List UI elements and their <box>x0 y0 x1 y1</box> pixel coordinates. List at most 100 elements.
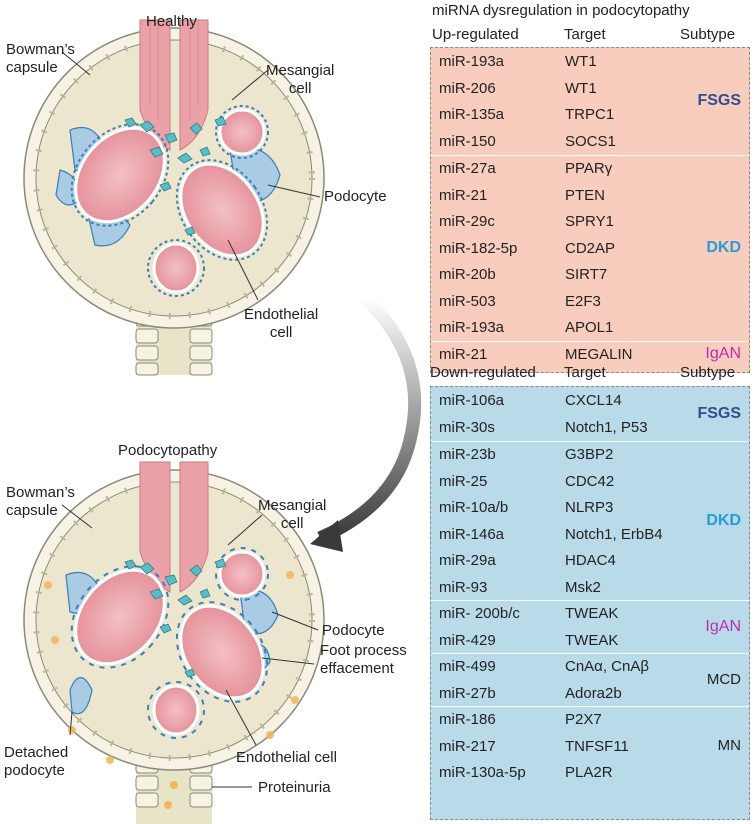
podocyte-label-bottom: Podocyte <box>322 622 385 639</box>
mirna-target: WT1 <box>565 79 597 97</box>
mirna-target: CDC42 <box>565 472 615 490</box>
mirna-target: Msk2 <box>565 578 601 596</box>
mirna-target: E2F3 <box>565 292 601 310</box>
mirna-name: miR-20b <box>439 266 496 283</box>
subtype-group-igan: miR-21 MEGALIN IgAN <box>431 340 749 369</box>
mirna-name: miR-499 <box>439 658 496 675</box>
table-row: miR-193a WT1 <box>431 49 749 75</box>
mirna-target: G3BP2 <box>565 446 614 463</box>
mirna-target: CXCL14 <box>565 392 622 409</box>
mirna-target: MEGALIN <box>565 345 633 363</box>
mirna-target: CnAα, CnAβ <box>565 658 649 675</box>
mirna-target: WT1 <box>565 53 597 70</box>
mirna-target: PPARγ <box>565 160 613 177</box>
mirna-target: SPRY1 <box>565 213 614 230</box>
mesangial-cell-label-bottom: Mesangial cell <box>258 497 327 532</box>
table-row: miR-29c SPRY1 <box>431 209 749 235</box>
table-row: miR-206 WT1 <box>431 76 749 102</box>
table-row: miR-27a PPARγ <box>431 156 749 182</box>
table-row: miR-25 CDC42 <box>431 469 749 495</box>
mirna-name: miR-193a <box>439 53 505 70</box>
detached-podocyte-label: Detached podocyte <box>4 744 69 779</box>
healthy-title: Healthy <box>146 13 197 30</box>
mirna-name: miR-21 <box>439 345 488 363</box>
mirna-target: HDAC4 <box>565 552 616 569</box>
mirna-name: miR-29c <box>439 213 495 230</box>
down-header-target: Target <box>564 364 606 381</box>
mirna-name: miR-23b <box>439 446 496 463</box>
mirna-target: PTEN <box>565 186 606 204</box>
bowmans-capsule-label-bottom: Bowman’s capsule <box>6 484 75 519</box>
mirna-name: miR-27a <box>439 160 496 177</box>
table-row: miR-130a-5p PLA2R <box>431 760 749 786</box>
mirna-name: miR-186 <box>439 711 496 728</box>
mirna-name: miR-206 <box>439 79 496 97</box>
mirna-target: TWEAK <box>565 631 619 649</box>
subtype-label: FSGS <box>697 92 741 109</box>
transition-arrow <box>317 293 422 544</box>
mirna-target: SOCS1 <box>565 132 616 150</box>
mirna-name: miR-10a/b <box>439 499 509 516</box>
mirna-name: miR-182-5p <box>439 239 518 257</box>
mirna-name: miR-27b <box>439 684 496 702</box>
table-row: miR-23b G3BP2 <box>431 442 749 468</box>
table-row: miR-429 TWEAK <box>431 628 749 654</box>
subtype-label: IgAN <box>705 344 741 362</box>
subtype-label: MCD <box>706 670 741 688</box>
bowmans-capsule-label-top: Bowman’s capsule <box>6 41 75 76</box>
up-header-target: Target <box>564 26 606 43</box>
mirna-target: P2X7 <box>565 711 602 728</box>
mirna-name: miR-93 <box>439 578 488 596</box>
mirna-target: Notch1, P53 <box>565 418 648 436</box>
mirna-name: miR-193a <box>439 319 505 336</box>
up-header-subtype: Subtype <box>680 26 736 43</box>
up-header-mirna: Up-regulated <box>432 26 519 43</box>
mirna-name: miR-429 <box>439 631 496 649</box>
healthy-glomerulus <box>23 19 325 376</box>
mirna-name: miR-25 <box>439 472 488 490</box>
mirna-target: PLA2R <box>565 764 613 781</box>
mirna-target: TWEAK <box>565 605 619 622</box>
mirna-name: miR-503 <box>439 292 496 310</box>
foot-process-effacement-label: Foot process effacement <box>320 642 407 677</box>
down-header-subtype: Subtype <box>680 364 736 381</box>
mirna-target: CD2AP <box>565 239 616 257</box>
mirna-name: miR-135a <box>439 106 505 123</box>
mirna-target: NLRP3 <box>565 499 614 516</box>
table-row: miR-93 Msk2 <box>431 575 749 601</box>
table-row: miR-21 PTEN <box>431 183 749 209</box>
diseased-glomerulus <box>23 461 325 824</box>
subtype-label: DKD <box>706 238 741 256</box>
mirna-name: miR-21 <box>439 186 488 204</box>
endothelial-cell-label-bottom: Endothelial cell <box>236 749 337 766</box>
table-row: miR-21 MEGALIN <box>431 342 749 368</box>
subtype-label: DKD <box>706 511 741 529</box>
mirna-name: miR- 200b/c <box>439 605 520 622</box>
mirna-target: TNFSF11 <box>565 737 629 755</box>
mirna-target: SIRT7 <box>565 266 608 283</box>
table-row: miR-503 E2F3 <box>431 289 749 315</box>
mirna-name: miR-130a-5p <box>439 764 526 781</box>
down-header-mirna: Down-regulated <box>430 364 536 381</box>
subtype-label: MN <box>717 736 741 754</box>
table-row: miR-10a/b NLRP3 <box>431 495 749 521</box>
table-title: miRNA dysregulation in podocytopathy <box>432 2 690 19</box>
mirna-target: Adora2b <box>565 684 622 702</box>
table-row: miR- 200b/c TWEAK <box>431 601 749 627</box>
subtype-group-plain: miR-499 CnAα, CnAβ miR-27b Adora2b MCD <box>431 653 749 707</box>
mesangial-cell-label-top: Mesangial cell <box>266 62 335 97</box>
mirna-name: miR-150 <box>439 132 496 150</box>
